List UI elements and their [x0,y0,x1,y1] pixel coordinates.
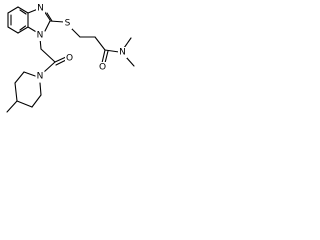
atom-n-amide: N [119,48,126,58]
atom-labels: N N S O N O N [35,3,127,82]
thioacetamide-chain [49,20,135,67]
atom-sulfur: S [65,19,71,29]
atom-n-imidazole-bottom: N [37,31,44,41]
atom-o-ketone: O [66,54,73,64]
atom-o-amide: O [99,63,106,73]
piperidine-ring [6,71,42,113]
atom-n-piperidine: N [37,72,44,82]
acetyl-linker [39,37,67,73]
benzene-ring [7,6,29,34]
atom-n-imidazole-top: N [37,4,44,14]
structure-diagram: N N S O N O N [6,3,135,113]
